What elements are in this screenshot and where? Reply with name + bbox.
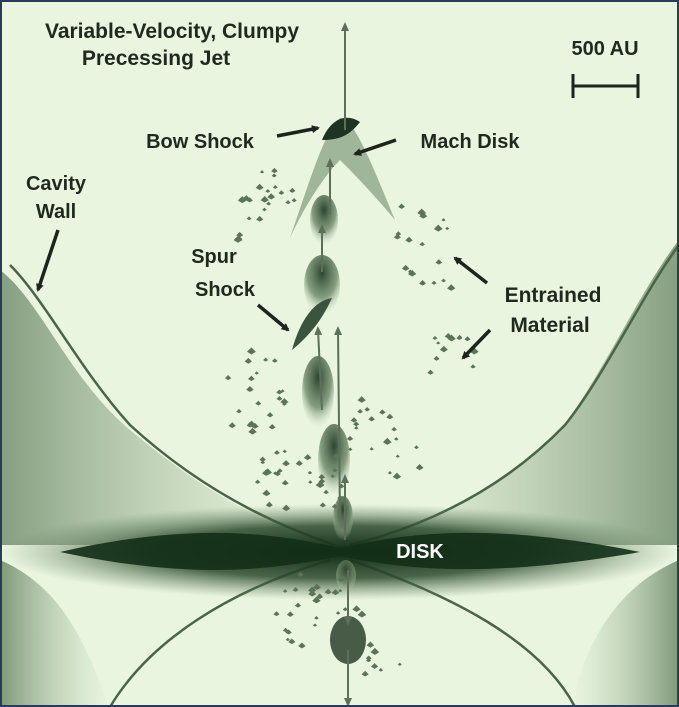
disk-label: DISK (396, 541, 444, 563)
cavity-label-line-2: Wall (36, 201, 76, 223)
entrained-label-line-2: Material (510, 314, 589, 337)
spur-label-line-2: Shock (195, 279, 256, 301)
title-line-2: Precessing Jet (82, 47, 230, 70)
bow-shock-label: Bow Shock (146, 131, 255, 153)
mach-disk-label: Mach Disk (421, 131, 521, 153)
spur-label-line-1: Spur (191, 246, 237, 268)
scale-label: 500 AU (571, 38, 638, 60)
title-line-1: Variable-Velocity, Clumpy (45, 20, 299, 43)
entrained-label-line-1: Entrained (505, 284, 602, 307)
cavity-label-line-1: Cavity (26, 173, 87, 195)
